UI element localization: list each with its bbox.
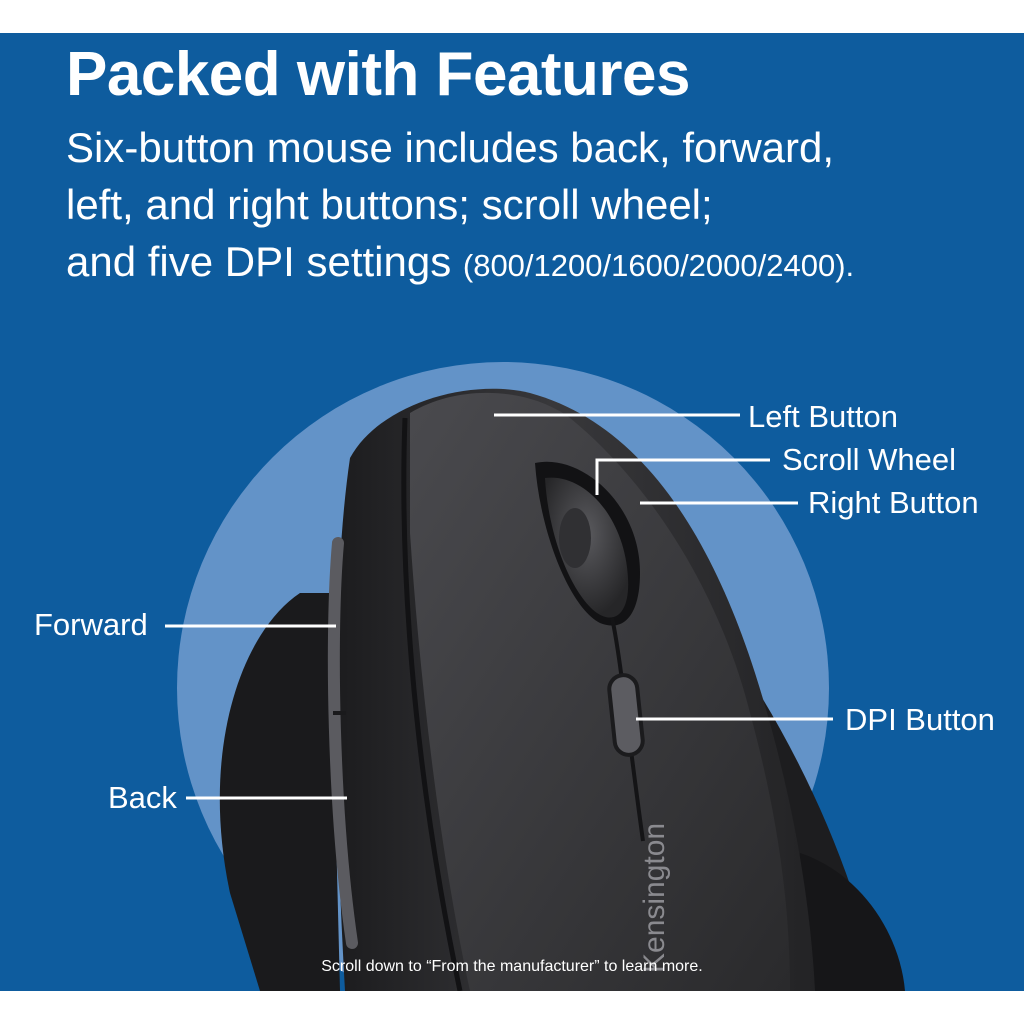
shell-groove bbox=[401, 417, 463, 991]
leader-scroll-wheel bbox=[595, 458, 770, 495]
description-line-1: Six-button mouse includes back, forward, bbox=[66, 124, 835, 171]
dpi-button-shape bbox=[607, 673, 645, 757]
description-line-3: and five DPI settings (800/1200/1600/200… bbox=[66, 233, 854, 294]
dpi-values: (800/1200/1600/2000/2400). bbox=[462, 248, 855, 283]
callout-left-button: Left Button bbox=[748, 399, 898, 434]
callout-dpi-button: DPI Button bbox=[845, 702, 995, 737]
feature-description: Six-button mouse includes back, forward,… bbox=[66, 119, 854, 294]
mouse-thumb-rest bbox=[790, 853, 905, 991]
page-title: Packed with Features bbox=[66, 40, 691, 109]
callout-right-button: Right Button bbox=[808, 485, 979, 520]
brand-logo: Kensington bbox=[638, 823, 671, 973]
side-button-strip bbox=[327, 537, 358, 949]
footer-note: Scroll down to “From the manufacturer” t… bbox=[321, 958, 703, 975]
callout-scroll-wheel: Scroll Wheel bbox=[782, 442, 956, 477]
dpi-text: and five DPI settings bbox=[66, 238, 452, 285]
mouse-illustration: Kensington bbox=[165, 362, 905, 991]
mouse-rear-shadow bbox=[219, 593, 340, 991]
mouse-top-shell bbox=[410, 392, 790, 991]
callout-back: Back bbox=[108, 780, 177, 815]
wheel-hub bbox=[559, 508, 591, 568]
description-line-2: left, and right buttons; scroll wheel; bbox=[66, 181, 713, 228]
callout-forward: Forward bbox=[34, 607, 148, 642]
feature-panel: Kensington Packed with Features Six-butt… bbox=[0, 33, 1024, 991]
